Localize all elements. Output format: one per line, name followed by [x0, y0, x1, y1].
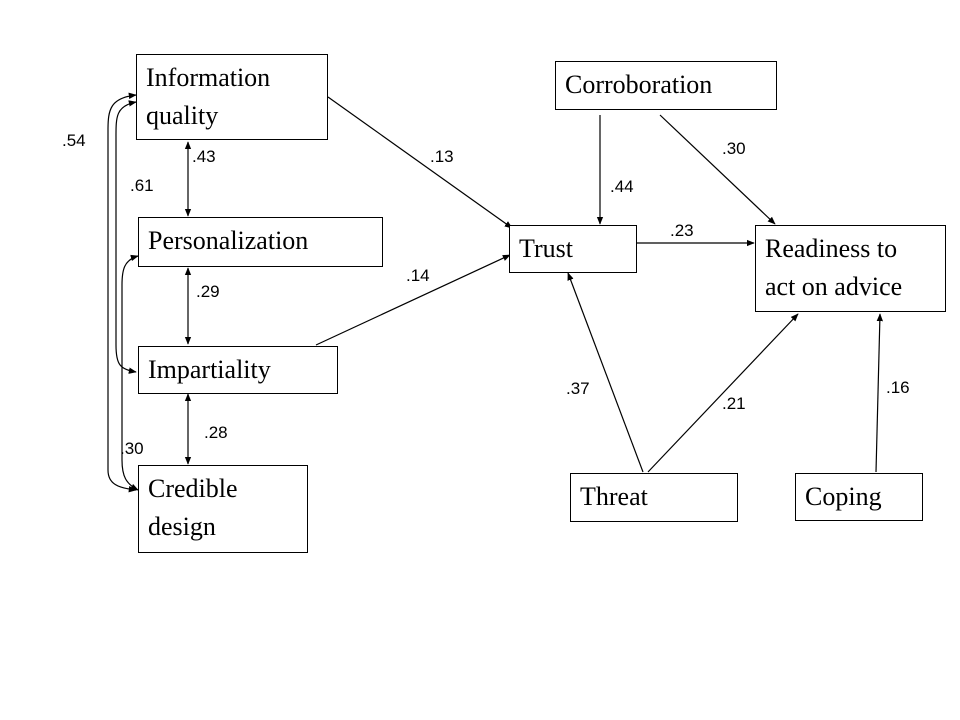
node-information-quality-line1: Information	[146, 63, 271, 92]
node-threat: Threat	[570, 473, 738, 522]
node-trust-label: Trust	[519, 234, 573, 263]
coef-info-to-trust: .13	[430, 147, 454, 166]
coef-impartiality-to-trust: .14	[406, 266, 430, 285]
arrow-threat-to-trust	[567, 272, 644, 473]
corr-info-impartiality	[115, 100, 137, 374]
node-trust: Trust	[509, 225, 637, 273]
coef-threat-to-trust: .37	[566, 379, 590, 398]
coef-info-impartiality: .61	[130, 176, 154, 195]
node-personalization: Personalization	[138, 217, 383, 267]
arrow-threat-to-readiness	[647, 313, 799, 473]
node-readiness-line2: act on advice	[765, 272, 903, 301]
coef-threat-to-readiness: .21	[722, 394, 746, 413]
node-personalization-label: Personalization	[148, 226, 309, 255]
node-impartiality-label: Impartiality	[148, 355, 271, 384]
coef-corroboration-to-trust: .44	[610, 177, 634, 196]
arrow-info-to-trust	[327, 96, 513, 229]
coef-corroboration-to-readiness: .30	[722, 139, 746, 158]
node-readiness: Readiness to act on advice	[755, 225, 946, 312]
corr-personalization-credible	[121, 254, 139, 491]
node-corroboration: Corroboration	[555, 61, 777, 110]
node-readiness-line1: Readiness to	[765, 234, 898, 263]
node-coping: Coping	[795, 473, 923, 521]
node-threat-label: Threat	[580, 482, 648, 511]
node-information-quality: Information quality	[136, 54, 328, 140]
node-impartiality: Impartiality	[138, 346, 338, 394]
coef-personalization-impartiality: .29	[196, 282, 220, 301]
coef-trust-to-readiness: .23	[670, 221, 694, 240]
node-corroboration-label: Corroboration	[565, 70, 713, 99]
coef-info-personalization: .43	[192, 147, 216, 166]
node-coping-label: Coping	[805, 482, 882, 511]
arrow-corroboration-to-readiness	[659, 114, 776, 225]
coef-personalization-credible: .30	[120, 439, 144, 458]
corr-info-credible	[107, 92, 137, 493]
node-credible-design-line1: Credible	[148, 474, 238, 503]
coef-coping-to-readiness: .16	[886, 378, 910, 397]
arrow-impartiality-to-trust	[315, 254, 511, 346]
node-credible-design-line2: design	[148, 512, 216, 541]
coef-impartiality-credible: .28	[204, 423, 228, 442]
node-credible-design: Credible design	[138, 465, 308, 553]
arrow-coping-to-readiness	[875, 313, 884, 473]
node-information-quality-line2: quality	[146, 101, 219, 130]
coef-info-credible: .54	[62, 131, 86, 150]
